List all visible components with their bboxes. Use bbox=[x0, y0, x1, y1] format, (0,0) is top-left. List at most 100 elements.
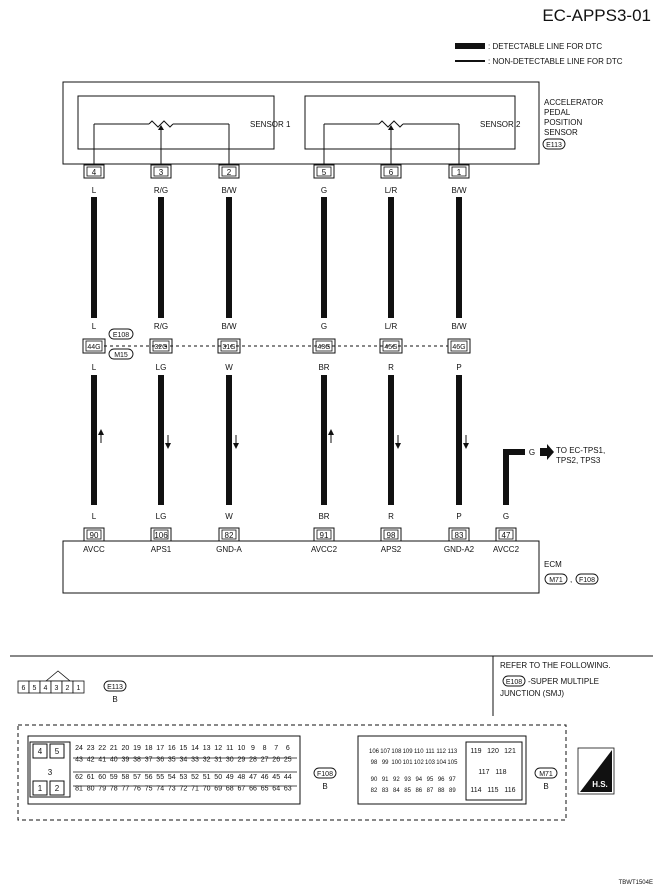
ecm-wire-color-3: LG bbox=[156, 512, 167, 521]
f108-small-label: 4 bbox=[38, 747, 43, 756]
m71-right-label: 117 bbox=[478, 769, 489, 776]
signal-arrow-down bbox=[233, 443, 239, 449]
signal-arrow-down bbox=[165, 443, 171, 449]
sensor-pin-6-inner bbox=[383, 166, 399, 177]
f108-pin-label: 18 bbox=[145, 745, 153, 752]
f108-pin-label: 51 bbox=[203, 774, 211, 781]
smj-color-top-1: B/W bbox=[451, 322, 467, 331]
f108-pin-label: 58 bbox=[122, 774, 130, 781]
f108-pin-label: 22 bbox=[98, 745, 106, 752]
component-name-line: SENSOR bbox=[544, 128, 578, 137]
smj-cavity-label-44G: 44G bbox=[87, 344, 100, 351]
wire-color-bottom-5: BR bbox=[318, 363, 329, 372]
sensor-pin-3-label: 3 bbox=[159, 168, 164, 177]
sensor-1-box bbox=[77, 95, 275, 150]
f108-face-outline bbox=[27, 735, 301, 805]
f108-pin-label: 70 bbox=[203, 786, 211, 793]
m71-right-label: 114 bbox=[470, 787, 481, 794]
f108-pin-label: 44 bbox=[284, 774, 292, 781]
smj-cavity-label-32G: 32G bbox=[154, 344, 167, 351]
f108-pin-label: 61 bbox=[87, 774, 95, 781]
smj-connector-m15 bbox=[108, 348, 134, 360]
f108-pin-label: 17 bbox=[156, 745, 164, 752]
wire-color-top-2: B/W bbox=[221, 186, 237, 195]
f108-pin-label: 76 bbox=[133, 786, 141, 793]
m71-pin-label: 98 bbox=[371, 760, 378, 766]
f108-pin-label: 57 bbox=[133, 774, 141, 781]
m71-face-outline bbox=[357, 735, 527, 805]
f108-pin-label: 50 bbox=[214, 774, 222, 781]
ecm-pin-83-label: 83 bbox=[455, 531, 464, 540]
f108-pin-label: 19 bbox=[133, 745, 141, 752]
ecm-terminal-83: GND-A2 bbox=[444, 545, 475, 554]
ecm-terminal-90: AVCC bbox=[83, 545, 105, 554]
e113-face-connector bbox=[103, 680, 127, 692]
smj-cavity-label-31G: 31G bbox=[222, 344, 235, 351]
wire-color-top-5: G bbox=[321, 186, 327, 195]
ecm-pin-91-inner bbox=[316, 529, 332, 540]
f108-pin-label: 27 bbox=[261, 757, 269, 764]
e113-face-pin-label: 3 bbox=[55, 685, 59, 692]
ecm-terminal-82: GND-A bbox=[216, 545, 242, 554]
e113-face-color: B bbox=[112, 695, 117, 704]
wire-color-top-4: L bbox=[92, 186, 97, 195]
ecm-connector-f108-label: F108 bbox=[579, 577, 595, 584]
component-name-line: ACCELERATOR bbox=[544, 98, 603, 107]
ecm-wire-color-6: R bbox=[388, 512, 394, 521]
extra-destination-line: TO EC-TPS1, bbox=[556, 446, 605, 455]
component-name-line: PEDAL bbox=[544, 108, 571, 117]
f108-pin-label: 20 bbox=[122, 745, 130, 752]
smj-cavity-label-43G: 43G bbox=[317, 344, 330, 351]
sensor-pin-2-inner bbox=[221, 166, 237, 177]
wire-color-top-6: L/R bbox=[385, 186, 398, 195]
f108-small-cell bbox=[32, 780, 48, 796]
m71-pin-label: 94 bbox=[415, 777, 422, 783]
f108-pin-label: 49 bbox=[226, 774, 234, 781]
f108-pin-label: 65 bbox=[261, 786, 269, 793]
f108-pin-label: 12 bbox=[214, 745, 222, 752]
m71-pin-label: 102 bbox=[414, 760, 425, 766]
sensor-2-wiper-arrow bbox=[388, 125, 394, 130]
sensor-pin-5-label: 5 bbox=[322, 168, 327, 177]
m71-pin-label: 104 bbox=[436, 760, 447, 766]
legend-detectable-text: : DETECTABLE LINE FOR DTC bbox=[488, 42, 602, 51]
f108-pin-label: 77 bbox=[122, 786, 130, 793]
m71-pin-label: 110 bbox=[414, 749, 424, 755]
page-id: EC-APPS3-01 bbox=[542, 6, 651, 25]
m71-pin-label: 92 bbox=[393, 777, 400, 783]
ecm-pin-98-label: 98 bbox=[387, 531, 396, 540]
f108-pin-label: 30 bbox=[226, 757, 234, 764]
sensor-pin-4-inner bbox=[86, 166, 102, 177]
smj-cavity-inner-44G bbox=[85, 340, 103, 352]
f108-pin-label: 78 bbox=[110, 786, 118, 793]
m71-pin-label: 109 bbox=[403, 749, 414, 755]
f108-pin-label: 28 bbox=[249, 757, 257, 764]
ecm-wire-color-4: L bbox=[92, 512, 97, 521]
ecm-pin-47-inner bbox=[498, 529, 514, 540]
ecm-terminal-91: AVCC2 bbox=[311, 545, 338, 554]
f108-face-connector-label: F108 bbox=[317, 771, 333, 778]
component-connector-e113-label: E113 bbox=[546, 142, 562, 149]
f108-pin-label: 21 bbox=[110, 745, 118, 752]
component-connector-e113 bbox=[542, 138, 566, 150]
e113-face-pin-label: 6 bbox=[22, 685, 26, 692]
smj-cavity-label-45G: 45G bbox=[384, 344, 397, 351]
smj-cavity-label-46G: 46G bbox=[452, 344, 465, 351]
hs-icon-triangle bbox=[580, 750, 612, 792]
f108-small-cell bbox=[49, 780, 65, 796]
f108-pin-label: 10 bbox=[238, 745, 246, 752]
m71-pin-label: 113 bbox=[448, 749, 458, 755]
m71-pin-label: 105 bbox=[447, 760, 458, 766]
smj-connector-e108 bbox=[108, 328, 134, 340]
f108-pin-label: 36 bbox=[156, 757, 164, 764]
f108-pin-label: 47 bbox=[249, 774, 257, 781]
wire-color-bottom-6: R bbox=[388, 363, 394, 372]
sensor-pin-3 bbox=[150, 164, 172, 179]
f108-pin-label: 43 bbox=[75, 757, 83, 764]
f108-pin-label: 63 bbox=[284, 786, 292, 793]
m71-right-label: 116 bbox=[504, 787, 515, 794]
f108-pin-label: 40 bbox=[110, 757, 118, 764]
m71-right-block bbox=[465, 741, 523, 801]
f108-pin-label: 60 bbox=[98, 774, 106, 781]
m71-pin-label: 93 bbox=[404, 777, 411, 783]
